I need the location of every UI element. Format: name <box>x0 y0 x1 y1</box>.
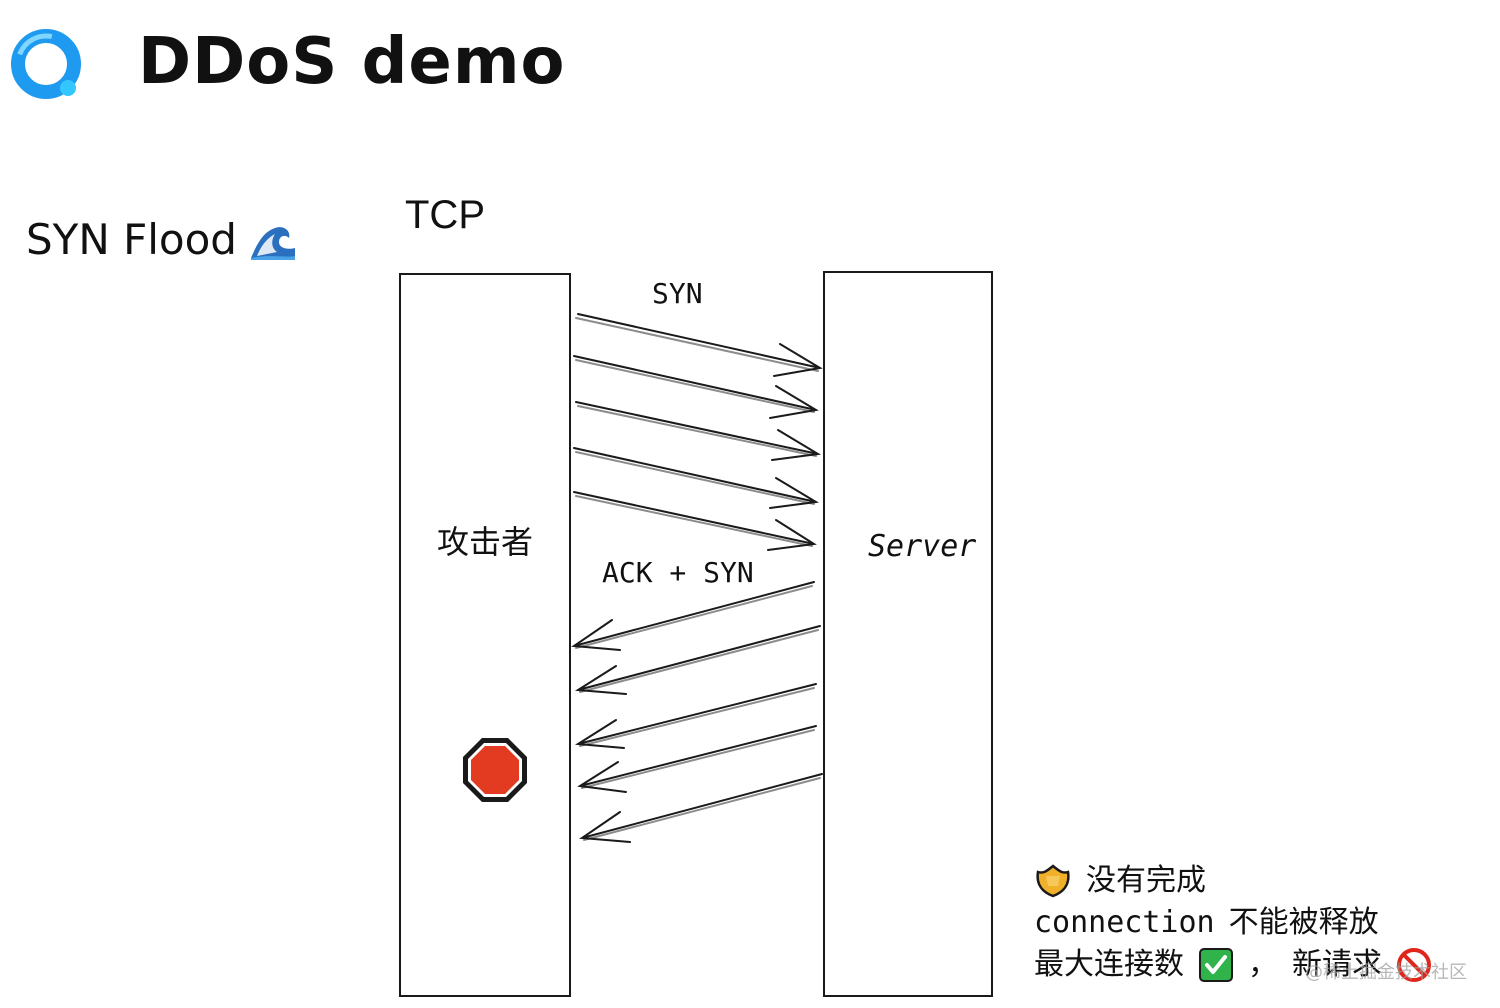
syn-arrow <box>575 313 823 377</box>
note-line-3-text2: 新请求 <box>1292 947 1382 982</box>
stop-sign-icon <box>463 738 527 802</box>
blue-ring-logo-icon <box>11 29 81 99</box>
attacker-label: 攻击者 <box>437 523 533 561</box>
syn-arrow <box>575 401 821 461</box>
note-line-3-text: 最大连接数 <box>1034 947 1184 982</box>
note-line-1-text: 没有完成 <box>1086 863 1206 898</box>
check-box-icon <box>1199 948 1233 982</box>
ack-syn-arrow <box>574 625 821 695</box>
wave-icon <box>250 227 295 260</box>
syn-label: SYN <box>652 277 703 310</box>
notes-block: 没有完成 connection 不能被释放 最大连接数 ， 新请求 <box>1034 860 1432 986</box>
syn-arrow <box>573 355 819 419</box>
note-line-3: 最大连接数 ， 新请求 <box>1034 944 1432 986</box>
shield-badge-icon <box>1036 864 1070 898</box>
syn-arrow <box>573 491 817 551</box>
ack-syn-arrow <box>571 581 815 651</box>
server-label: Server <box>868 529 976 564</box>
note-line-2: connection 不能被释放 <box>1034 902 1432 944</box>
connection-code: connection <box>1034 905 1215 940</box>
watermark: @稀土掘金技术社区 <box>1305 962 1467 983</box>
section-label-text: SYN Flood <box>26 215 237 264</box>
tcp-label: TCP <box>405 193 485 237</box>
server-box <box>823 271 993 997</box>
note-line-1: 没有完成 <box>1034 860 1432 902</box>
prohibited-icon <box>1397 948 1431 982</box>
page-title: DDoS demo <box>138 25 566 99</box>
ack-syn-arrows <box>571 581 823 843</box>
attacker-box <box>399 273 571 997</box>
ack-syn-label: ACK + SYN <box>602 556 754 589</box>
section-label: SYN Flood <box>26 212 297 268</box>
ack-syn-arrow <box>579 773 823 843</box>
ack-syn-arrow <box>574 683 817 749</box>
ack-syn-arrow <box>577 725 817 793</box>
syn-arrows <box>573 313 823 551</box>
note-line-2-text: 不能被释放 <box>1228 905 1379 940</box>
syn-arrow <box>573 447 819 509</box>
note-line-3-sep: ， <box>1248 947 1278 982</box>
